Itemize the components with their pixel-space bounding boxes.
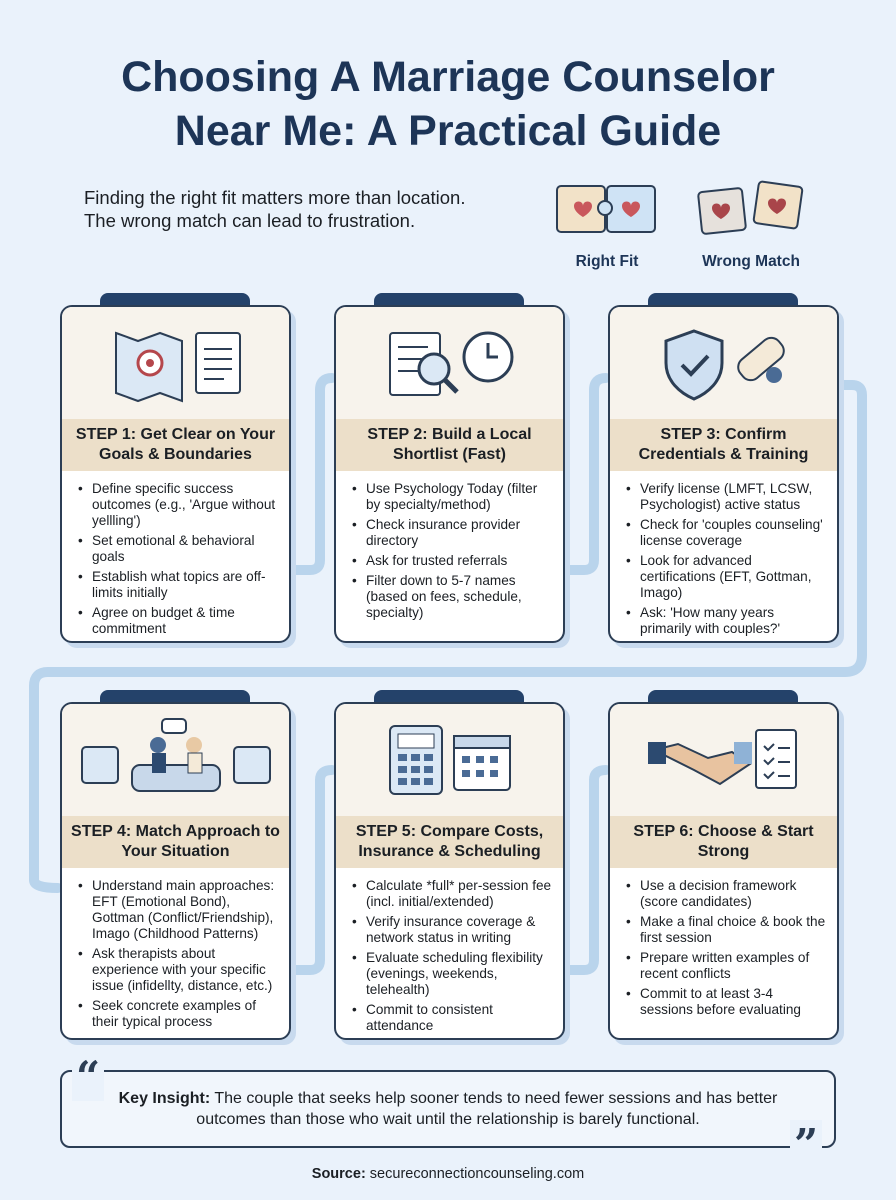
list-item: Verify insurance coverage & network stat… (352, 914, 553, 946)
step-list: Understand main approaches: EFT (Emotion… (62, 868, 289, 1030)
list-item: Commit to consistent attendance (352, 1002, 553, 1034)
map-target-notepad-icon (62, 307, 289, 419)
step-title: STEP 5: Compare Costs, Insurance & Sched… (336, 816, 563, 868)
step-title: STEP 1: Get Clear on Your Goals & Bounda… (62, 419, 289, 471)
list-item: Establish what topics are off-limits ini… (78, 569, 279, 601)
list-item: Define specific success outcomes (e.g., … (78, 481, 279, 529)
puzzle-broken-hearts-icon (697, 180, 804, 235)
list-item: Make a final choice & book the first ses… (626, 914, 827, 946)
list-item: Calculate *full* per-session fee (incl. … (352, 878, 553, 910)
list-item: Agree on budget & time commitment (78, 605, 279, 637)
step-title: STEP 6: Choose & Start Strong (610, 816, 837, 868)
step-card-5: STEP 5: Compare Costs, Insurance & Sched… (334, 702, 565, 1040)
step-list: Calculate *full* per-session fee (incl. … (336, 868, 563, 1034)
step-title: STEP 4: Match Approach to Your Situation (62, 816, 289, 868)
right-fit: Right Fit (552, 168, 662, 271)
step-list: Define specific success outcomes (e.g., … (62, 471, 289, 637)
puzzle-hearts-icon (556, 185, 656, 233)
list-item: Prepare written examples of recent confl… (626, 950, 827, 982)
step-list: Verify license (LMFT, LCSW, Psychologist… (610, 471, 837, 637)
source: Source: secureconnectioncounseling.com (311, 1166, 585, 1182)
step-card-3: STEP 3: Confirm Credentials & TrainingVe… (608, 305, 839, 643)
step-card-4: STEP 4: Match Approach to Your Situation… (60, 702, 291, 1040)
list-item: Check insurance provider directory (352, 517, 553, 549)
step-list: Use a decision framework (score candidat… (610, 868, 837, 1018)
step-title: STEP 2: Build a Local Shortlist (Fast) (336, 419, 563, 471)
list-item: Use Psychology Today (filter by specialt… (352, 481, 553, 513)
open-quote-icon: “ (72, 1052, 105, 1101)
step-list: Use Psychology Today (filter by specialt… (336, 471, 563, 621)
list-item: Verify license (LMFT, LCSW, Psychologist… (626, 481, 827, 513)
step-card-6: STEP 6: Choose & Start StrongUse a decis… (608, 702, 839, 1040)
shield-diploma-icon (610, 307, 837, 419)
key-insight: Key Insight: The couple that seeks help … (60, 1070, 836, 1148)
step-card-2: STEP 2: Build a Local Shortlist (Fast) Us… (334, 305, 565, 643)
wrong-match: Wrong Match (696, 168, 806, 271)
list-item: Understand main approaches: EFT (Emotion… (78, 878, 279, 942)
list-item: Use a decision framework (score candidat… (626, 878, 827, 910)
list-item: Look for advanced certifications (EFT, G… (626, 553, 827, 601)
list-item: Ask therapists about experience with you… (78, 946, 279, 994)
handshake-clipboard-icon (610, 704, 837, 816)
list-item: Set emotional & behavioral goals (78, 533, 279, 565)
list-item: Filter down to 5-7 names (based on fees,… (352, 573, 553, 621)
list-item: Seek concrete examples of their typical … (78, 998, 279, 1030)
list-item: Ask for trusted referrals (352, 553, 553, 569)
step-card-1: STEP 1: Get Clear on Your Goals & Bounda… (60, 305, 291, 643)
close-quote-icon: ” (790, 1120, 823, 1169)
intro-text: Finding the right fit matters more than … (84, 187, 466, 231)
couple-sofa-tools-icon (62, 704, 289, 816)
list-item: Evaluate scheduling flexibility (evening… (352, 950, 553, 998)
step-title: STEP 3: Confirm Credentials & Training (610, 419, 837, 471)
calculator-calendar-icon (336, 704, 563, 816)
list-item: Commit to at least 3-4 sessions before e… (626, 986, 827, 1018)
list-magnifier-clock-icon (336, 307, 563, 419)
list-item: Check for 'couples counseling' license c… (626, 517, 827, 549)
list-item: Ask: 'How many years primarily with coup… (626, 605, 827, 637)
